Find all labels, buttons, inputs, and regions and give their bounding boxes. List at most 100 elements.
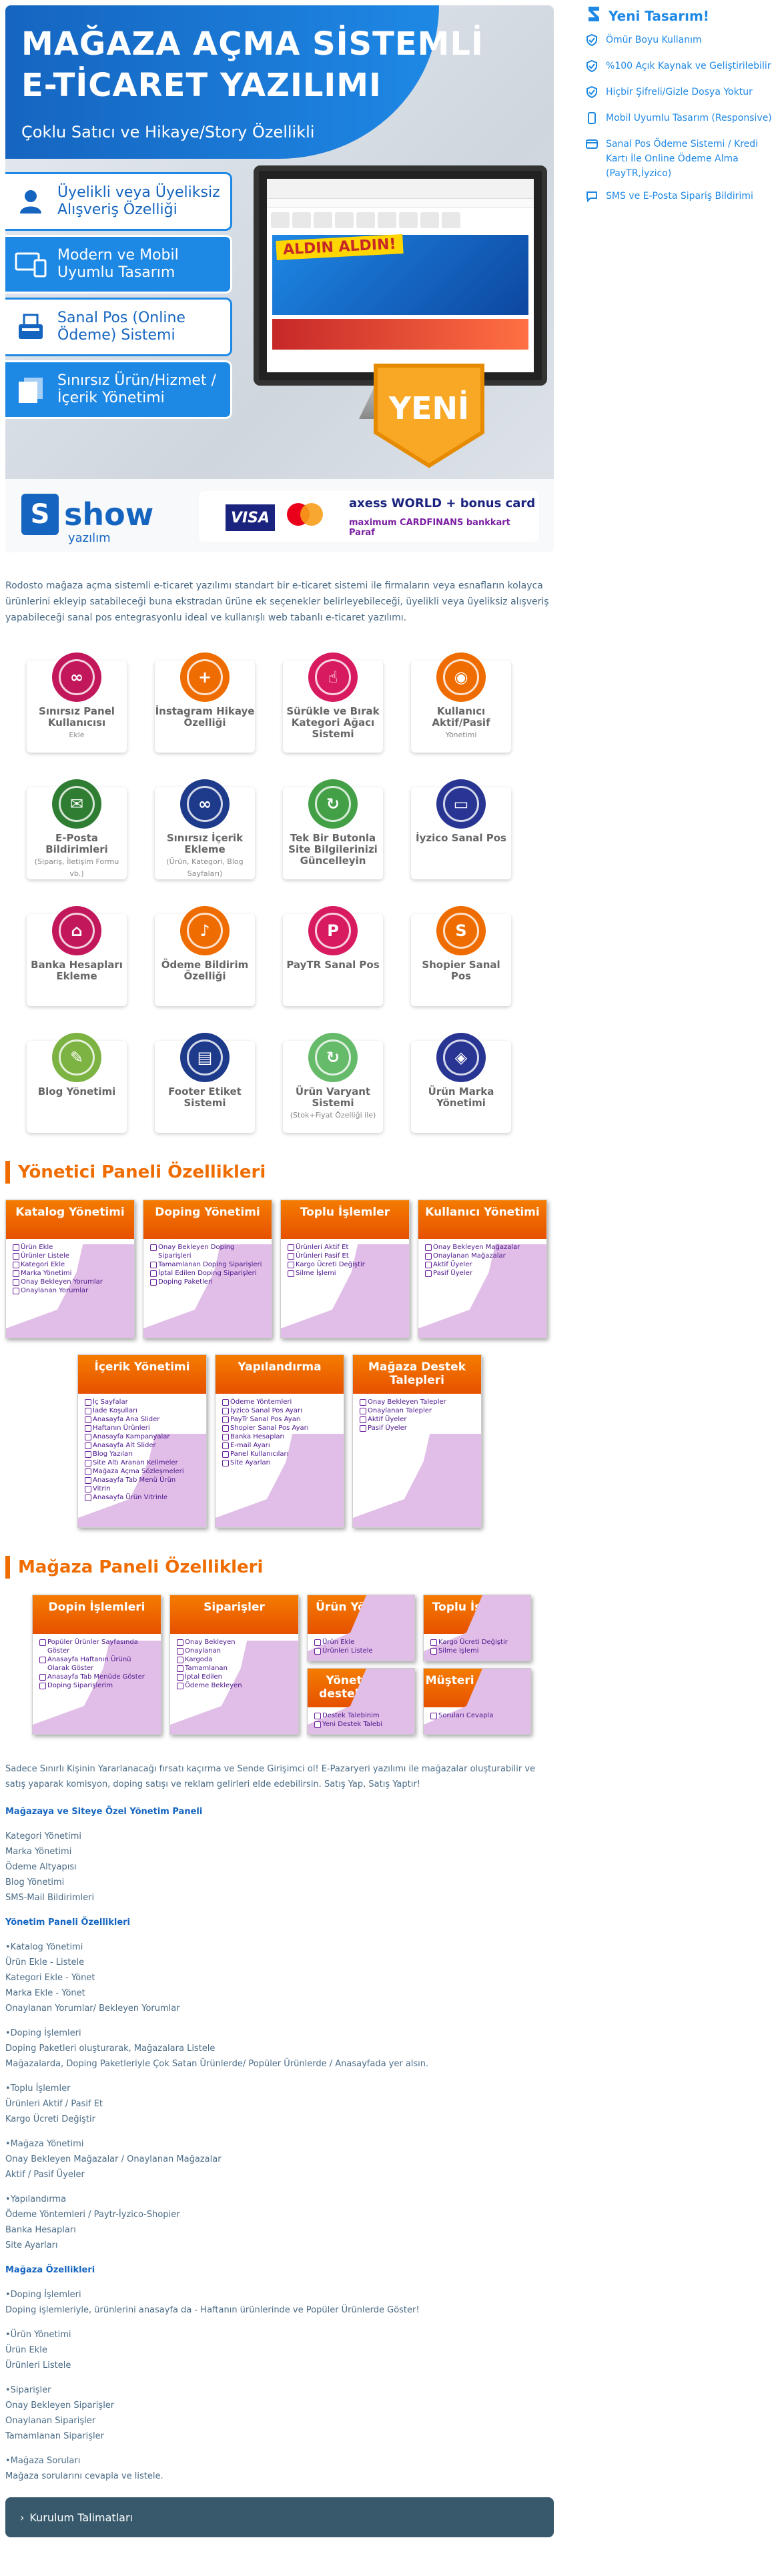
feature-icon: ↻	[308, 779, 358, 829]
new-badge: YENİ	[362, 352, 496, 472]
sidebar-feature: Hiçbir Şifreli/Gizle Dosya Yoktur	[586, 85, 779, 103]
store-section-header: Mağaza Paneli Özellikleri	[5, 1556, 554, 1579]
feature-title: Blog Yönetimi	[37, 1086, 116, 1098]
list-item: •Katalog Yönetimi	[5, 1942, 83, 1952]
banner-feature-label: Sanal Pos (Online Ödeme) Sistemi	[57, 310, 185, 344]
list-item: Onay Bekleyen Siparişler	[5, 2401, 115, 2411]
list-item: Site Ayarları	[5, 2240, 58, 2250]
card-list-item: İç Sayfalar	[85, 1398, 200, 1406]
list-item: Marka Yönetimi	[5, 1847, 72, 1857]
list-item: Doping işlemleriyle, ürünlerini anasayfa…	[5, 2305, 420, 2315]
card-list-item: Onaylanan	[177, 1647, 292, 1655]
list-item: •Siparişler	[5, 2385, 51, 2395]
list-item: Ödeme Altyapısı	[5, 1862, 77, 1872]
feature-card: ∞Sınırsız İçerik Ekleme(Ürün, Kategori, …	[149, 779, 256, 879]
sidebar-feature-label: %100 Açık Kaynak ve Geliştirilebilir	[606, 61, 771, 71]
card-list-item: Anasayfa Haftanın Ürünü Olarak Göster	[39, 1655, 154, 1673]
feature-icon: ⌂	[52, 906, 101, 955]
feature-icon: ♪	[180, 906, 230, 955]
sidebar-feature-label: SMS ve E-Posta Sipariş Bildirimi	[606, 191, 753, 201]
feature-card: ▭İyzico Sanal Pos	[406, 779, 512, 879]
feature-card: ◈Ürün Marka Yönetimi	[406, 1033, 512, 1133]
list-item: •Doping İşlemleri	[5, 2290, 81, 2300]
install-instructions-accordion[interactable]: › Kurulum Talimatları	[5, 2497, 554, 2537]
card-list-item: Destek Talebinim	[314, 1711, 408, 1720]
card-list-item: Ürünleri Aktif Et	[288, 1243, 402, 1252]
list-item: Blog Yönetimi	[5, 1877, 65, 1887]
card-list-item: Onaylanan Yorumlar	[13, 1286, 127, 1295]
card-title: Siparişler	[170, 1595, 298, 1634]
card-title: Doping Yönetimi	[143, 1200, 272, 1239]
list-item: Onay Bekleyen Mağazalar / Onaylanan Mağa…	[5, 2154, 222, 2164]
card-list-item: Soruları Cevapla	[430, 1711, 524, 1720]
feature-card: +İnstagram Hikaye Özelliği	[149, 653, 256, 753]
visa-logo: VISA	[226, 504, 275, 531]
sidebar-feature: Mobil Uyumlu Tasarım (Responsive)	[586, 111, 779, 129]
show-logo: S show	[21, 494, 153, 535]
install-label: Kurulum Talimatları	[29, 2511, 133, 2524]
card-list-item: Site Altı Aranan Kelimeler	[85, 1458, 200, 1467]
feature-title: Ürün Varyant Sistemi(Stok+Fiyat Özelliği…	[290, 1086, 376, 1120]
list-item: Kategori Yönetimi	[5, 1831, 82, 1841]
card-title: Kullanıcı Yönetimi	[418, 1200, 546, 1239]
list-item: Tamamlanan Siparişler	[5, 2431, 104, 2441]
feature-icon: S	[436, 906, 486, 955]
sidebar-feature-label: Ömür Boyu Kullanım	[606, 35, 702, 45]
main-column: MAĞAZA AÇMA SİSTEMLİ E-TİCARET YAZILIMI …	[5, 5, 554, 2537]
card-list-item: Haftanın Ürünleri	[85, 1424, 200, 1432]
card-list-item: Ödeme Bekleyen	[177, 1681, 292, 1690]
card-list-item: Anasayfa Kampanyalar	[85, 1432, 200, 1441]
feature-icon: ▭	[436, 779, 486, 829]
banner-subtitle: Çoklu Satıcı ve Hikaye/Story Özellikli	[21, 123, 315, 141]
banner-feature-label: Modern ve Mobil Uyumlu Tasarım	[57, 247, 179, 281]
card-list-item: Tamamlanan Doping Siparişleri	[150, 1260, 265, 1269]
feature-title: PayTR Sanal Pos	[286, 959, 380, 971]
feature-card: ✎Blog Yönetimi	[21, 1033, 128, 1133]
logo-subtext: yazılım	[68, 531, 111, 545]
banner-feature: Sanal Pos (Online Ödeme) Sistemi	[5, 298, 232, 356]
list-heading: Yönetim Paneli Özellikleri	[5, 1917, 131, 1927]
feature-card: ⌂ Banka Hesapları Ekleme	[21, 906, 128, 1006]
card-list-item: Kargo Ücreti Değiştir	[288, 1260, 402, 1269]
feature-title: Banka Hesapları Ekleme	[31, 959, 123, 982]
list-item: •Doping İşlemleri	[5, 2028, 81, 2038]
banner-title-line2: E-TİCARET YAZILIMI	[21, 67, 382, 104]
banner-feature: Modern ve Mobil Uyumlu Tasarım	[5, 235, 232, 294]
card-list-item: Anasayfa Ana Slider	[85, 1415, 200, 1424]
list-item: Onaylanan Yorumlar/ Bekleyen Yorumlar	[5, 2004, 180, 2014]
feature-icon: ∞	[180, 779, 230, 829]
card-list-item: Doping Siparişlerim	[39, 1681, 154, 1690]
feature-card: ✉E-Posta Bildirimleri(Sipariş, İletişim …	[21, 779, 128, 879]
shield-icon	[586, 59, 601, 77]
sidebar-feature-label: Mobil Uyumlu Tasarım (Responsive)	[606, 113, 772, 123]
feature-title: Footer Etiket Sistemi	[168, 1086, 242, 1109]
card-list-item: Site Ayarları	[222, 1458, 337, 1467]
card-list-item: E-mail Ayarı	[222, 1441, 337, 1450]
feature-card: ▤Footer Etiket Sistemi	[149, 1033, 256, 1133]
bank-cards-row2: maximum CARDFINANS bankkart Paraf	[349, 518, 510, 538]
banner-title-line1: MAĞAZA AÇMA SİSTEMLİ	[21, 25, 484, 63]
sidebar-feature: Sanal Pos Ödeme Sistemi / Kredi Kartı İl…	[586, 137, 779, 181]
card-list-item: Ürünleri Listele	[314, 1647, 408, 1655]
